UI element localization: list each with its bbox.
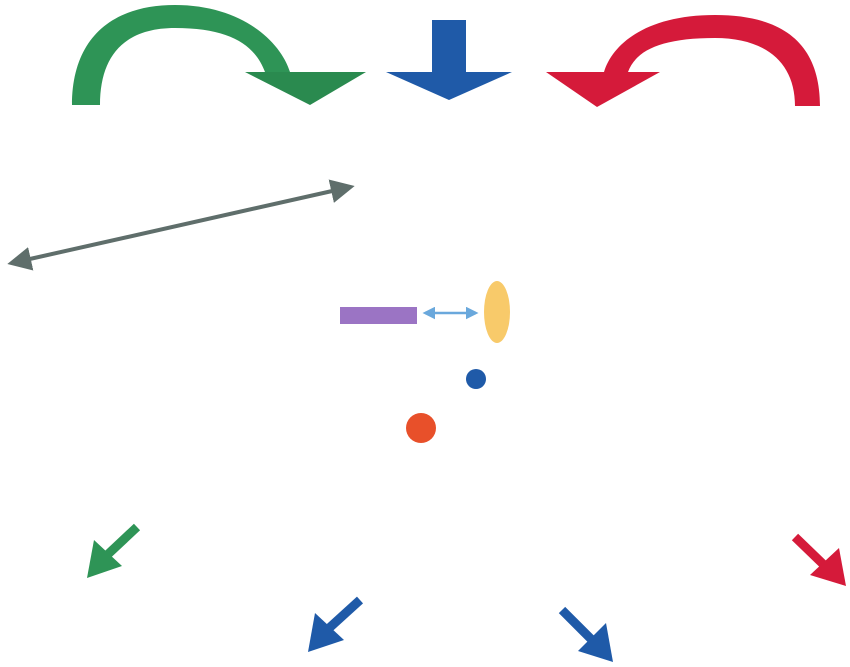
curved-arrow-green [72, 5, 366, 105]
small-arrow-blue-left [308, 596, 364, 652]
blue-dot [466, 369, 486, 389]
small-arrow-red [791, 533, 846, 586]
curved-arrow-red [546, 15, 820, 107]
purple-bar [340, 307, 417, 324]
double-arrow-gray [7, 179, 355, 271]
small-arrow-blue-right [558, 606, 613, 662]
orange-dot [406, 413, 436, 443]
yellow-ellipse [484, 281, 510, 343]
small-arrow-green [87, 523, 141, 578]
straight-arrow-blue [386, 20, 512, 100]
